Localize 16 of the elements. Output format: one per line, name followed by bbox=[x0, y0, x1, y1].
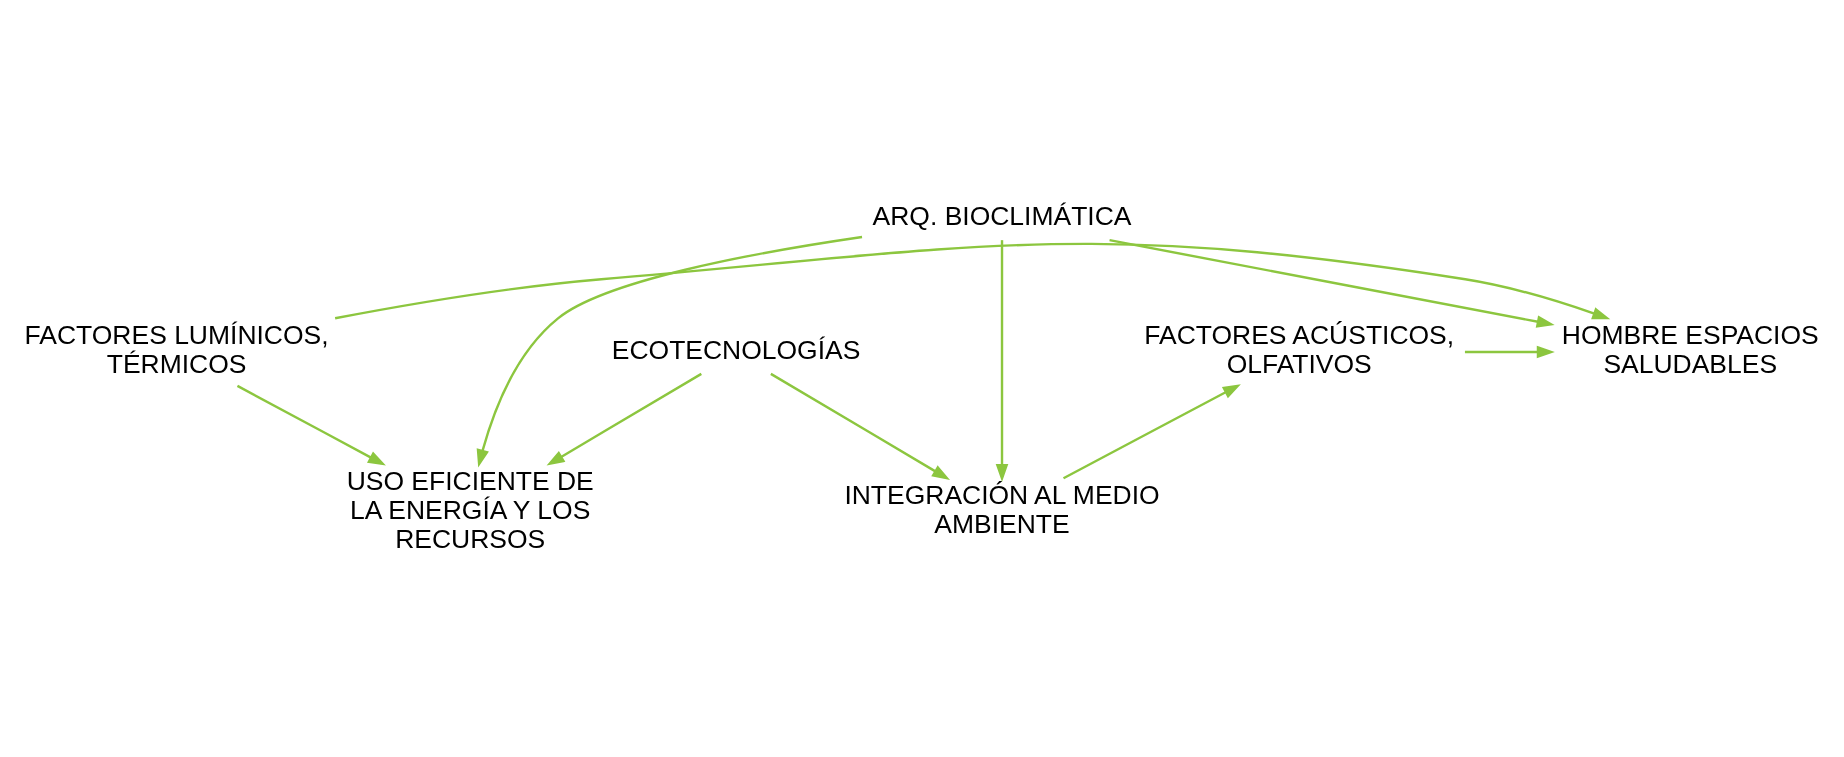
arrow bbox=[770, 372, 950, 481]
arrow bbox=[1109, 239, 1555, 328]
node-text: USO EFICIENTE DE LA ENERGÍA Y LOS RECURSOS bbox=[346, 465, 594, 554]
arrow bbox=[995, 240, 1009, 482]
node-text: FACTORES ACÚSTICOS, OLFATIVOS bbox=[1144, 320, 1455, 380]
node-text: INTEGRACIÓN AL MEDIO AMBIENTE bbox=[844, 480, 1160, 540]
arrow bbox=[236, 384, 386, 466]
node-text: ECOTECNOLOGÍAS bbox=[611, 334, 861, 365]
arrow bbox=[334, 242, 1611, 320]
arrow bbox=[1062, 384, 1241, 480]
arrow bbox=[476, 235, 863, 468]
arrow bbox=[1464, 345, 1555, 359]
arrow bbox=[546, 372, 702, 466]
node-text: FACTORES LUMÍNICOS, TÉRMICOS bbox=[24, 320, 329, 380]
node-text: HOMBRE ESPACIOS SALUDABLES bbox=[1561, 320, 1819, 380]
node-text: ARQ. BIOCLIMÁTICA bbox=[872, 201, 1132, 232]
